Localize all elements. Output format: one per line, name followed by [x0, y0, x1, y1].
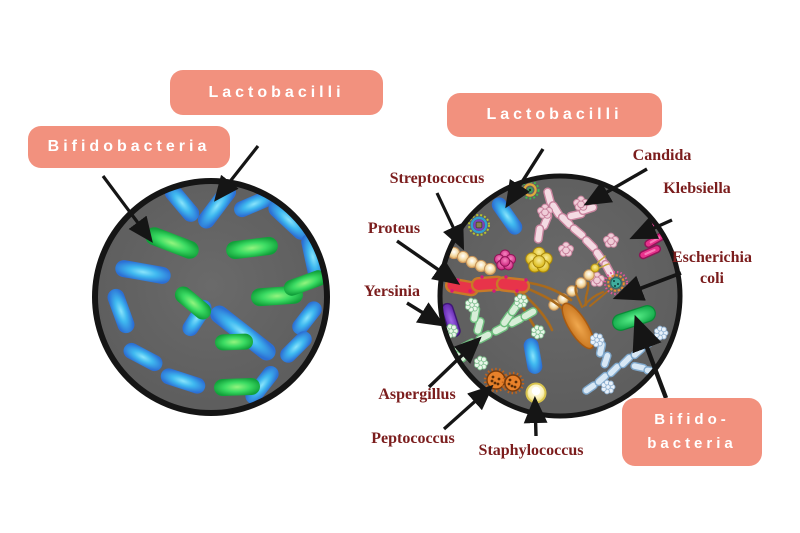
label-yersinia: Yersinia — [364, 283, 420, 300]
arrow-lactobacilli-left — [214, 145, 260, 202]
bifidobacteria-rods-left — [145, 227, 327, 397]
yellow-cocci-cluster-illustration — [525, 246, 553, 273]
cyst-rings-purple-illustration — [468, 214, 490, 236]
streptococcus-chain2-illustration — [548, 255, 610, 311]
lactobacilli-rod-right-illustration — [491, 197, 523, 235]
arrow-escherichia-coli — [612, 271, 682, 301]
label-klebsiella: Klebsiella — [663, 180, 731, 197]
label-box-bifidobacteria-left: Bifidobacteria — [28, 126, 230, 168]
right-dish-rim — [437, 173, 683, 419]
label-box-lactobacilli-right: Lactobacilli — [447, 93, 662, 137]
label-candida: Candida — [632, 147, 692, 164]
ecoli-line2: coli — [700, 270, 724, 287]
label-aspergillus: Aspergillus — [378, 386, 456, 403]
arrow-proteus — [396, 239, 461, 285]
magenta-cocci-cluster-illustration — [493, 249, 517, 271]
bifido-line1: Bifido- — [654, 411, 730, 428]
peptococcus-illustration — [483, 367, 525, 395]
arrow-bifidobacteria-right — [632, 314, 669, 399]
arrow-yersinia — [406, 301, 446, 327]
arrow-streptococcus — [435, 192, 465, 251]
staphylococcus-illustration — [525, 382, 547, 404]
label-escherichia-coli: Escherichia coli — [672, 247, 752, 289]
ecoli-line1: Escherichia — [672, 249, 752, 266]
left-dish-contents — [107, 183, 327, 405]
bifido-line2: bacteria — [647, 435, 737, 452]
candida-illustration — [533, 187, 619, 287]
orange-spindle-illustration — [561, 281, 605, 350]
label-streptococcus: Streptococcus — [389, 170, 485, 187]
label-peptococcus: Peptococcus — [371, 430, 455, 447]
lactobacilli-rods-left — [107, 183, 325, 405]
arrow-aspergillus — [427, 336, 482, 389]
lactobacillus-rod-bottom-illustration — [523, 338, 543, 374]
arrow-peptococcus — [442, 384, 494, 431]
label-proteus: Proteus — [367, 220, 421, 237]
label-box-bifidobacteria-right: Bifido- bacteria — [622, 398, 762, 466]
arrows — [101, 145, 682, 437]
left-dish-rim — [92, 178, 330, 416]
arrow-candida — [583, 167, 648, 206]
arrow-bifidobacteria-left — [101, 175, 153, 243]
arrow-klebsiella — [629, 217, 673, 240]
label-staphylococcus: Staphylococcus — [478, 442, 584, 459]
arrow-staphylococcus — [523, 395, 548, 437]
arrow-lactobacilli-right — [505, 148, 545, 209]
label-box-lactobacilli-left: Lactobacilli — [170, 70, 383, 115]
